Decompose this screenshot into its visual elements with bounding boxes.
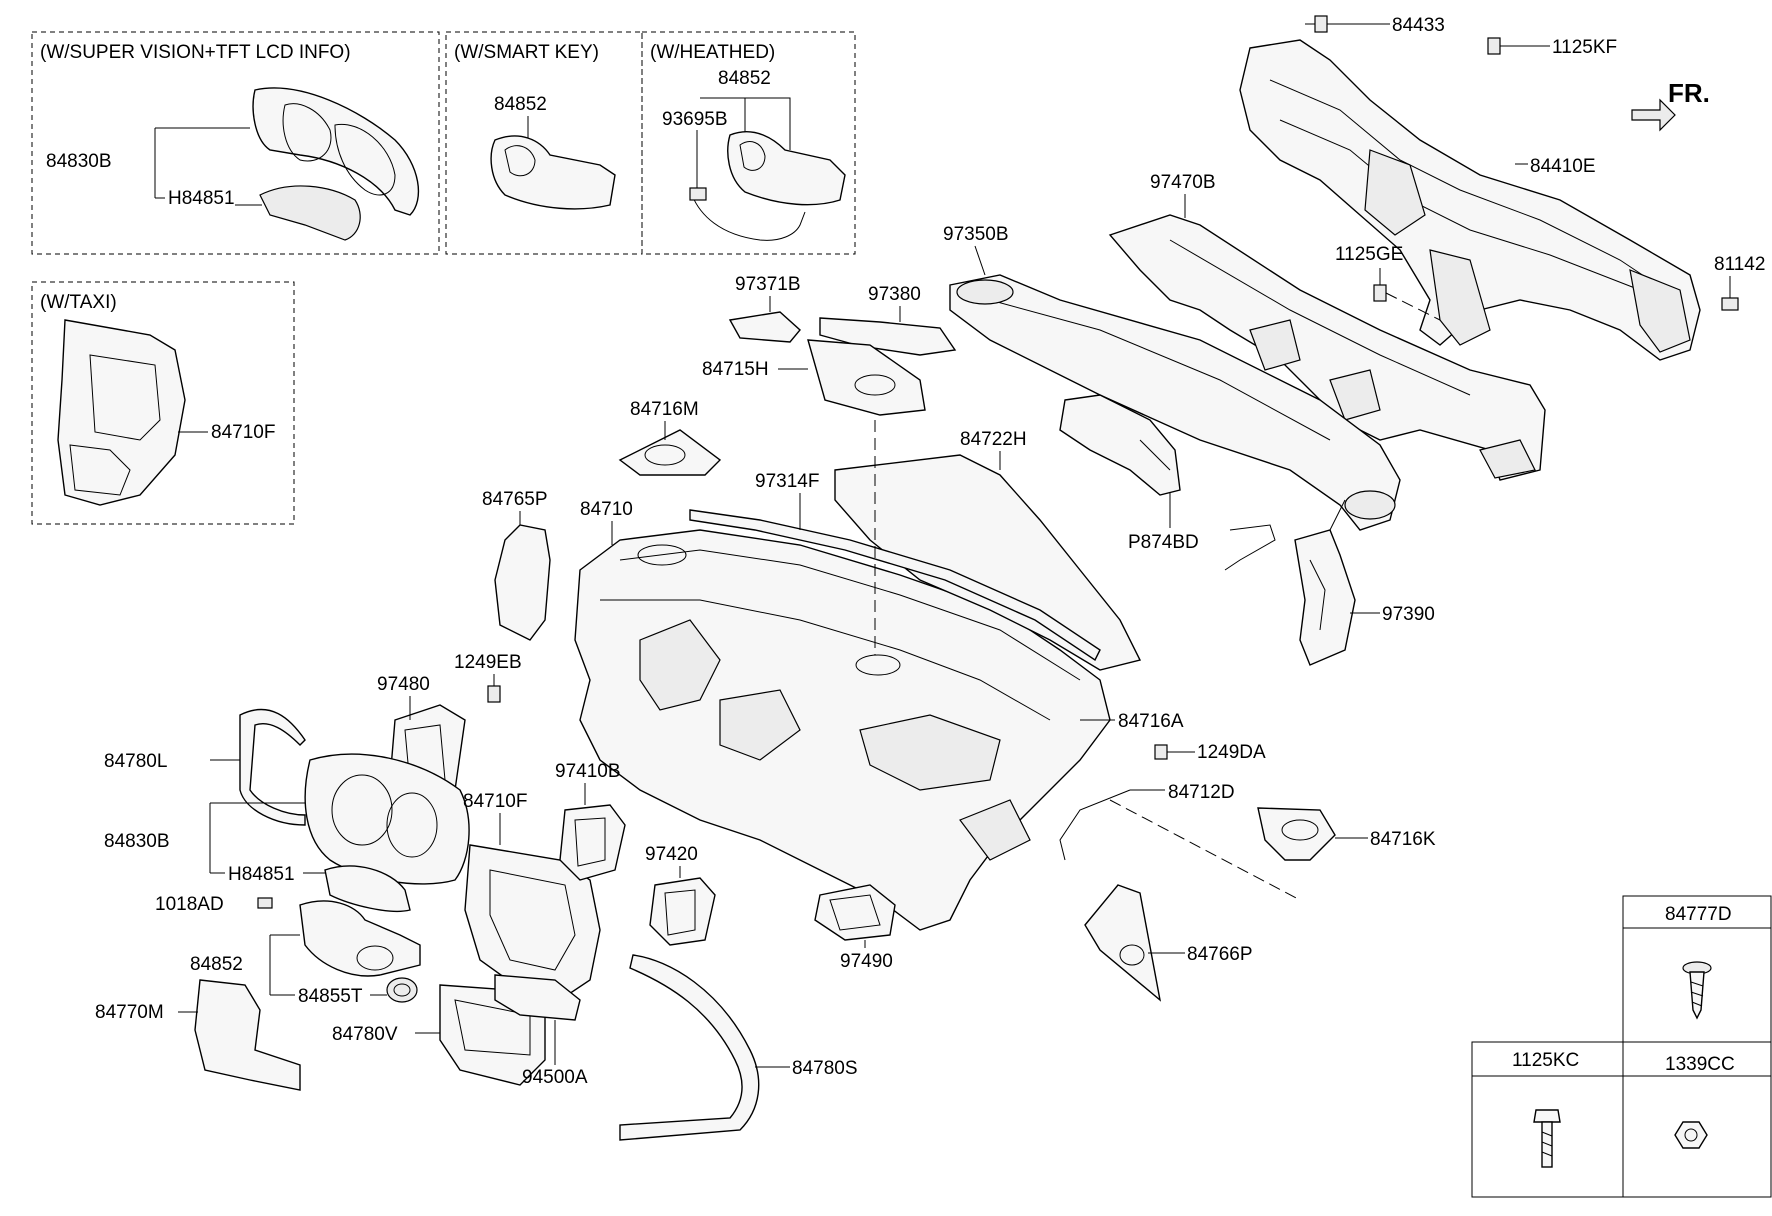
label-84780S: 84780S: [792, 1058, 858, 1079]
label-93695B: 93695B: [662, 109, 728, 130]
label-H84851-box: H84851: [168, 188, 235, 209]
screw-1018AD: 1018AD: [155, 894, 273, 915]
clip-screw-icon: [1682, 961, 1712, 1020]
label-84852-smart: 84852: [494, 94, 547, 115]
cover-H84851: H84851: [228, 864, 411, 913]
speaker-84766P: 84766P: [1084, 884, 1253, 1002]
label-84716A: 84716A: [1118, 711, 1184, 732]
label-84780V: 84780V: [332, 1024, 398, 1045]
flange-bolt-icon: [1533, 1109, 1561, 1168]
vent-97490: 97490: [814, 884, 896, 972]
label-1125GE: 1125GE: [1335, 244, 1403, 265]
label-84830B-box: 84830B: [46, 151, 112, 172]
label-84716K: 84716K: [1370, 829, 1436, 850]
label-84770M: 84770M: [95, 1002, 164, 1023]
label-1249EB: 1249EB: [454, 652, 522, 673]
duct-97350B: 97350B: [943, 224, 1401, 531]
speaker-84716M: 84716M: [618, 399, 722, 476]
label-97490: 97490: [840, 951, 893, 972]
label-97470B: 97470B: [1150, 172, 1216, 193]
table-header-1125KC: 1125KC: [1512, 1050, 1579, 1071]
hex-nut-icon: [1674, 1121, 1708, 1149]
label-84716M: 84716M: [630, 399, 699, 420]
label-P874BD: P874BD: [1128, 532, 1199, 553]
crash-pad-84710: 84710: [574, 499, 1111, 931]
cover-84852: 84852: [190, 900, 421, 996]
cluster-84830B: 84830B: [104, 753, 470, 885]
label-97371B: 97371B: [735, 274, 801, 295]
label-84855T: 84855T: [298, 986, 363, 1007]
label-84712D: 84712D: [1168, 782, 1235, 803]
label-97314F: 97314F: [755, 471, 819, 492]
label-84852-main: 84852: [190, 954, 243, 975]
crash-pad-beam: [1239, 39, 1701, 361]
front-arrow-icon: [1631, 98, 1676, 132]
screw-1249EB: 1249EB: [454, 652, 522, 703]
label-84852-heat: 84852: [718, 68, 771, 89]
label-84710: 84710: [580, 499, 633, 520]
group-title-super-vision: (W/SUPER VISION+TFT LCD INFO): [40, 42, 351, 63]
table-header-1339CC: 1339CC: [1665, 1054, 1735, 1075]
label-84830B-main: 84830B: [104, 831, 170, 852]
garnish-84780S: 84780S: [619, 954, 858, 1141]
label-81142: 81142: [1714, 254, 1765, 275]
option-box-heathed: (W/HEATHED) 84852 93695B: [641, 31, 856, 255]
label-94500A: 94500A: [522, 1067, 588, 1088]
label-97420: 97420: [645, 844, 698, 865]
label-84433: 84433: [1392, 15, 1445, 36]
label-97390: 97390: [1382, 604, 1435, 625]
group-title-heathed: (W/HEATHED): [650, 42, 775, 63]
duct-97470B: 97470B: [1108, 172, 1546, 481]
option-box-smart-key: (W/SMART KEY) 84852: [445, 31, 643, 255]
table-header-84777D: 84777D: [1665, 904, 1732, 925]
beam-labels: 84433 1125KF 84410E 1125GE 81142: [1305, 15, 1765, 321]
label-84765P: 84765P: [482, 489, 548, 510]
cover-84722H: 84722H: [834, 429, 1142, 671]
label-1249DA: 1249DA: [1197, 742, 1266, 763]
label-97350B: 97350B: [943, 224, 1009, 245]
label-1125KF: 1125KF: [1552, 37, 1617, 58]
label-84766P: 84766P: [1187, 944, 1253, 965]
option-box-super-vision: (W/SUPER VISION+TFT LCD INFO) 84830B H84…: [31, 31, 440, 255]
label-84710F-taxi: 84710F: [211, 422, 275, 443]
duct-P874BD: P874BD: [1059, 394, 1276, 571]
group-title-taxi: (W/TAXI): [40, 292, 117, 313]
label-84722H: 84722H: [960, 429, 1027, 450]
switch-94500A: 94500A: [494, 974, 588, 1088]
label-84715H: 84715H: [702, 359, 769, 380]
label-97480: 97480: [377, 674, 430, 695]
bezel-84780L: 84780L: [104, 708, 306, 826]
label-97410B: 97410B: [555, 761, 621, 782]
fastener-table: 84777D 1125KC 1339CC: [1471, 895, 1772, 1198]
panel-84770M: 84770M: [95, 979, 301, 1091]
labels-right-crashpad: 84716A 1249DA 84712D: [1059, 711, 1301, 901]
label-84410E: 84410E: [1530, 156, 1596, 177]
vent-97380: 97380: [819, 284, 957, 356]
ring-84855T: 84855T: [298, 977, 418, 1007]
front-direction-indicator: FR.: [1631, 78, 1710, 132]
garnish-97314F: 97314F: [689, 471, 1101, 662]
label-H84851-main: H84851: [228, 864, 295, 885]
speaker-84715H: 84715H: [702, 339, 926, 416]
speaker-84716K: 84716K: [1257, 807, 1436, 861]
label-FR: FR.: [1668, 78, 1710, 108]
option-box-taxi: (W/TAXI) 84710F: [31, 281, 295, 525]
group-title-smart-key: (W/SMART KEY): [454, 42, 599, 63]
label-1018AD: 1018AD: [155, 894, 224, 915]
vent-97371B: 97371B: [728, 274, 801, 343]
label-84780L: 84780L: [104, 751, 167, 772]
duct-97390: 97390: [1294, 499, 1435, 666]
label-97380: 97380: [868, 284, 921, 305]
vent-97410B: 97410B: [555, 761, 626, 881]
vent-97420: 97420: [645, 844, 716, 946]
side-cover-84765P: 84765P: [482, 489, 551, 641]
label-84710F-main: 84710F: [463, 791, 527, 812]
